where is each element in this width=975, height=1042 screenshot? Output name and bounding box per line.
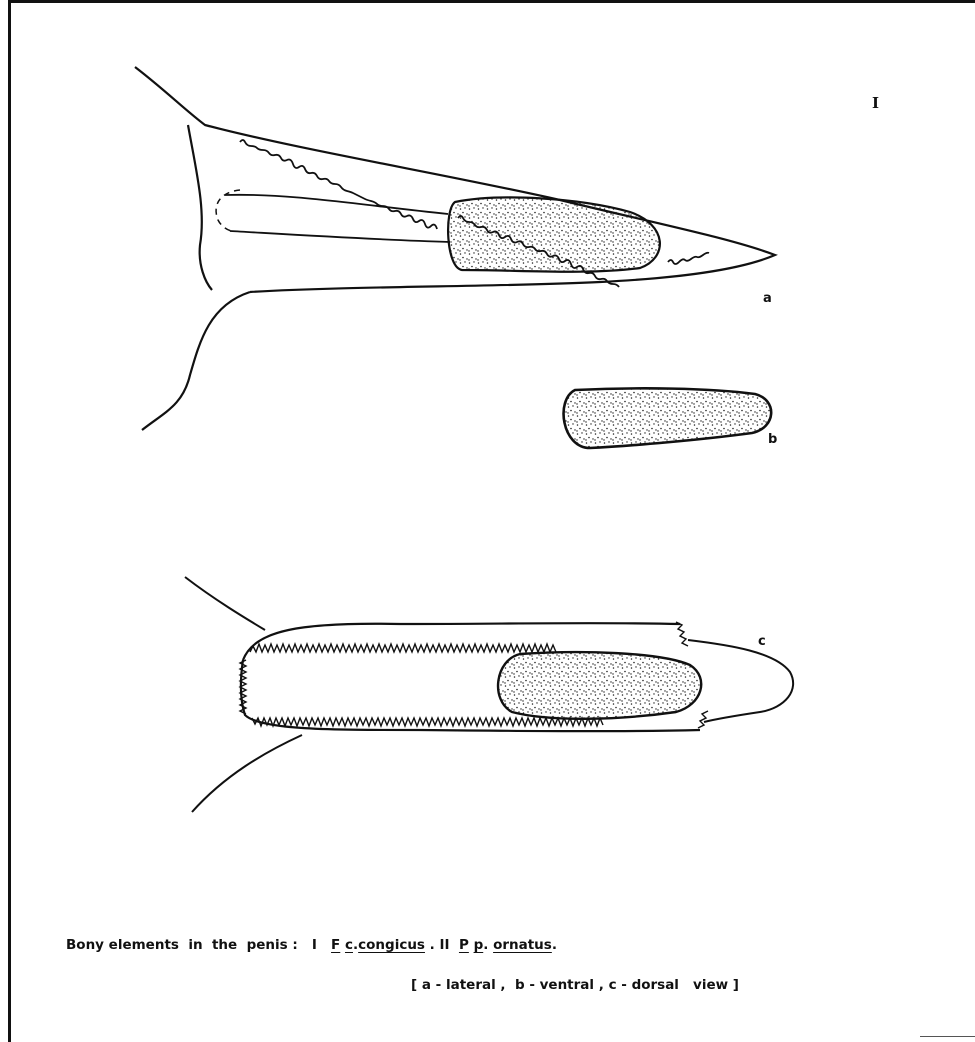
urethra-dashed-end	[216, 190, 240, 231]
species-2-genus: P	[459, 937, 469, 953]
dorsal-outline-upper	[185, 577, 265, 630]
dorsal-left-fringe	[240, 660, 246, 714]
upper-wavy-ridge	[240, 140, 437, 229]
dorsal-view-c	[185, 577, 793, 812]
species-2-epithet-abbrev: p	[474, 937, 484, 953]
dorsal-outline-lower	[192, 735, 302, 812]
urethra-lower-line	[230, 231, 450, 242]
dorsal-bottom-fringe	[252, 718, 603, 726]
view-label-c: c	[758, 634, 766, 649]
bone-b	[564, 388, 772, 448]
glans-tip-outline	[688, 640, 793, 722]
caption-views-legend: [ a - lateral , b - ventral , c - dorsal…	[411, 977, 739, 993]
panel-number: I	[872, 94, 879, 112]
species-1-genus: F	[331, 937, 340, 953]
view-label-b: b	[768, 432, 777, 447]
lateral-outline-lower	[142, 292, 250, 430]
urethra-upper-line	[225, 195, 448, 214]
species-1-epithet-abbrev: c	[345, 937, 353, 953]
bone-c	[498, 652, 701, 719]
lateral-base-line	[188, 125, 212, 290]
caption-numeral-2: II	[440, 937, 450, 953]
dorsal-top-fringe	[250, 644, 556, 652]
view-label-a: a	[763, 291, 772, 306]
lateral-view-a	[135, 67, 775, 430]
tip-wavy-ridge	[668, 253, 709, 264]
caption-lead: Bony elements in the penis :	[66, 937, 298, 953]
species-2-subspecies: ornatus	[493, 937, 552, 953]
ventral-view-b	[564, 388, 772, 448]
caption-numeral-1: I	[312, 937, 317, 953]
bone-a	[448, 197, 660, 271]
figure-caption: Bony elements in the penis : I F c.congi…	[66, 937, 557, 953]
species-1-subspecies: congicus	[358, 937, 425, 953]
